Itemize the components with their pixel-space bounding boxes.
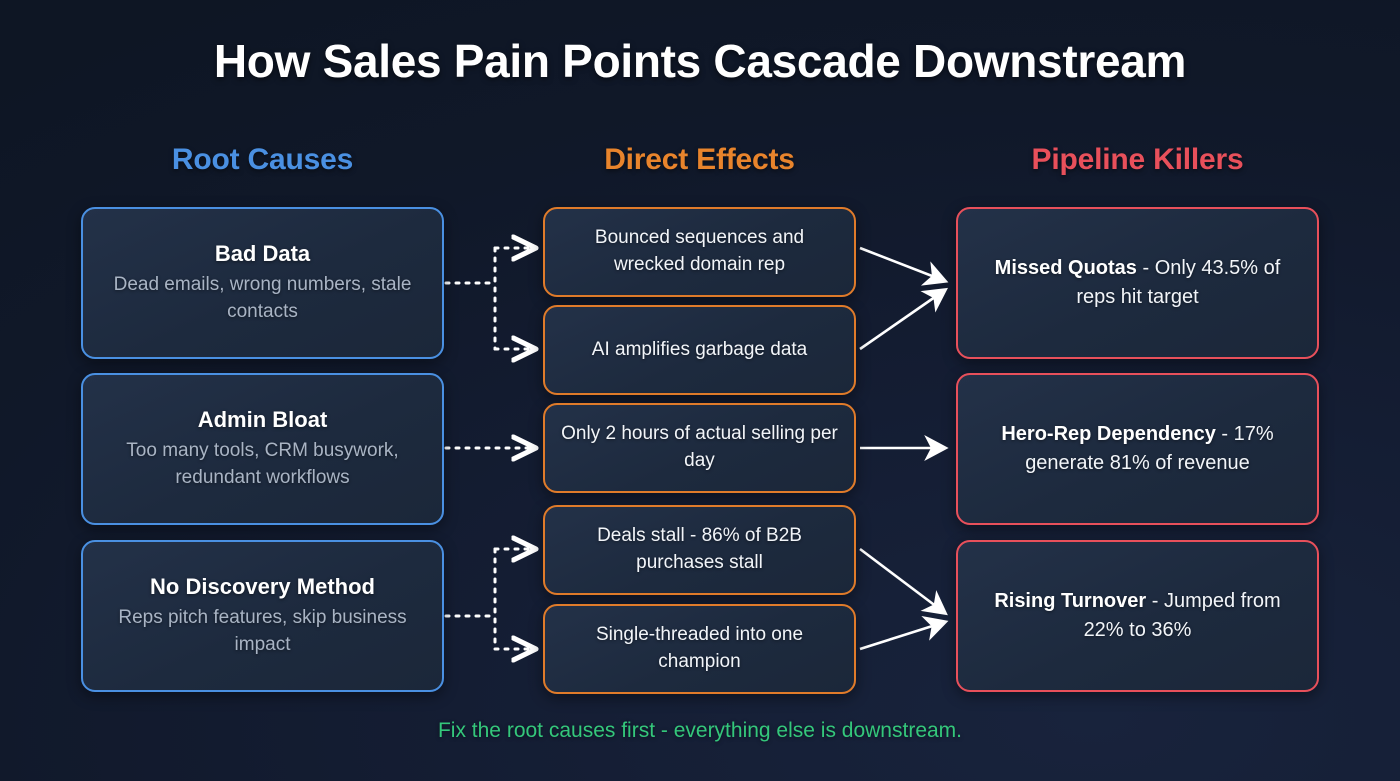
root-cause-detail: Reps pitch features, skip business impac…: [118, 607, 407, 655]
connector-no-discovery-branch: [444, 549, 533, 649]
direct-effect-text: Bounced sequences and wrecked domain rep: [594, 227, 805, 275]
direct-effect-text: Only 2 hours of actual selling per day: [561, 423, 838, 471]
root-cause-title: Bad Data: [214, 241, 311, 267]
direct-effect-text: Single-threaded into one champion: [595, 624, 804, 672]
root-cause-title: Admin Bloat: [197, 407, 328, 433]
page-title: How Sales Pain Points Cascade Downstream: [213, 35, 1187, 87]
root-cause-card[interactable]: No Discovery Method Reps pitch features,…: [81, 540, 444, 692]
column-header-direct-effects: Direct Effects: [604, 143, 795, 176]
pipeline-killer-text: Missed Quotas - Only 43.5% of reps hit t…: [980, 254, 1295, 312]
pipeline-killer-label: Missed Quotas: [994, 257, 1137, 280]
pipeline-killer-card[interactable]: Rising Turnover - Jumped from 22% to 36%: [956, 540, 1319, 692]
pipeline-killer-card[interactable]: Missed Quotas - Only 43.5% of reps hit t…: [956, 207, 1319, 359]
pipeline-killer-label: Rising Turnover: [994, 590, 1147, 613]
connector-bad-data-branch: [444, 248, 533, 349]
pipeline-killer-label: Hero-Rep Dependency: [1001, 423, 1216, 446]
column-header-root-causes: Root Causes: [171, 143, 354, 176]
direct-effect-card[interactable]: Single-threaded into one champion: [543, 604, 856, 694]
direct-effect-text: AI amplifies garbage data: [591, 338, 808, 360]
pipeline-killer-stat: - 17% generate 81% of revenue: [1025, 423, 1274, 474]
root-cause-detail: Dead emails, wrong numbers, stale contac…: [113, 274, 412, 322]
direct-effect-card[interactable]: Bounced sequences and wrecked domain rep: [543, 207, 856, 297]
direct-effect-text: Deals stall - 86% of B2B purchases stall: [597, 525, 802, 573]
direct-effect-card[interactable]: Deals stall - 86% of B2B purchases stall: [543, 505, 856, 595]
pipeline-killer-stat: - Jumped from 22% to 36%: [1083, 590, 1281, 641]
pipeline-killer-text: Rising Turnover - Jumped from 22% to 36%: [980, 587, 1295, 645]
pipeline-killer-text: Hero-Rep Dependency - 17% generate 81% o…: [980, 420, 1295, 478]
footer-note: Fix the root causes first - everything e…: [437, 719, 963, 742]
column-header-pipeline-killers: Pipeline Killers: [1031, 143, 1244, 176]
pipeline-killer-stat: - Only 43.5% of reps hit target: [1076, 257, 1281, 308]
root-cause-detail: Too many tools, CRM busywork, redundant …: [126, 440, 399, 488]
direct-effect-card[interactable]: AI amplifies garbage data: [543, 305, 856, 395]
pipeline-killer-card[interactable]: Hero-Rep Dependency - 17% generate 81% o…: [956, 373, 1319, 525]
connector-effects-to-missed-quotas: [859, 246, 949, 351]
root-cause-title: No Discovery Method: [150, 574, 375, 600]
root-cause-card[interactable]: Admin Bloat Too many tools, CRM busywork…: [81, 373, 444, 525]
root-cause-card[interactable]: Bad Data Dead emails, wrong numbers, sta…: [81, 207, 444, 359]
direct-effect-card[interactable]: Only 2 hours of actual selling per day: [543, 403, 856, 493]
connector-effects-to-rising-turnover: [859, 547, 949, 651]
